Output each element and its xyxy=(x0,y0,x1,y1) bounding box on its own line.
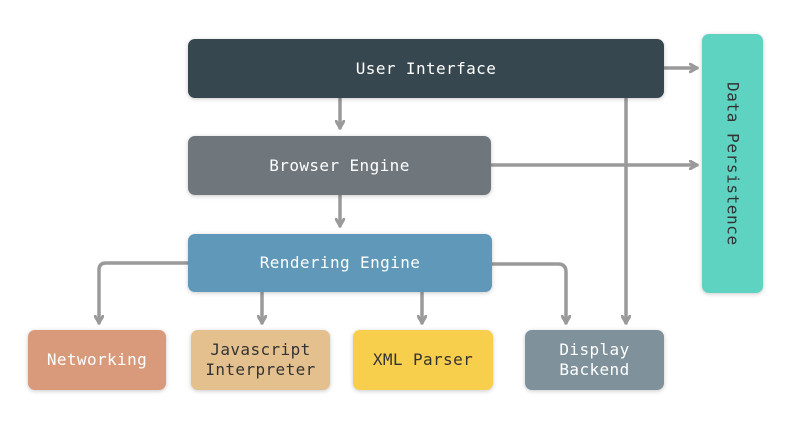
rendering-engine-box: Rendering Engine xyxy=(188,234,492,292)
display-backend-label: Display Backend xyxy=(559,340,630,379)
xml-parser-box: XML Parser xyxy=(353,330,493,390)
javascript-interpreter-box: Javascript Interpreter xyxy=(191,330,330,390)
user-interface-label: User Interface xyxy=(355,58,497,78)
user-interface-box: User Interface xyxy=(188,39,664,98)
data-persistence-label: Data Persistence xyxy=(723,81,743,246)
browser-engine-box: Browser Engine xyxy=(188,136,491,195)
xml-parser-label: XML Parser xyxy=(372,350,474,369)
networking-box: Networking xyxy=(28,330,166,390)
browser-engine-label: Browser Engine xyxy=(269,155,410,175)
rendering-engine-label: Rendering Engine xyxy=(259,253,421,272)
javascript-interpreter-label: Javascript Interpreter xyxy=(205,340,316,379)
data-persistence-box: Data Persistence xyxy=(702,34,763,293)
networking-label: Networking xyxy=(46,350,148,369)
arrow-rendering-engine-to-display-backend xyxy=(491,262,566,325)
arrow-rendering-engine-to-networking xyxy=(99,261,189,325)
display-backend-box: Display Backend xyxy=(525,330,664,390)
